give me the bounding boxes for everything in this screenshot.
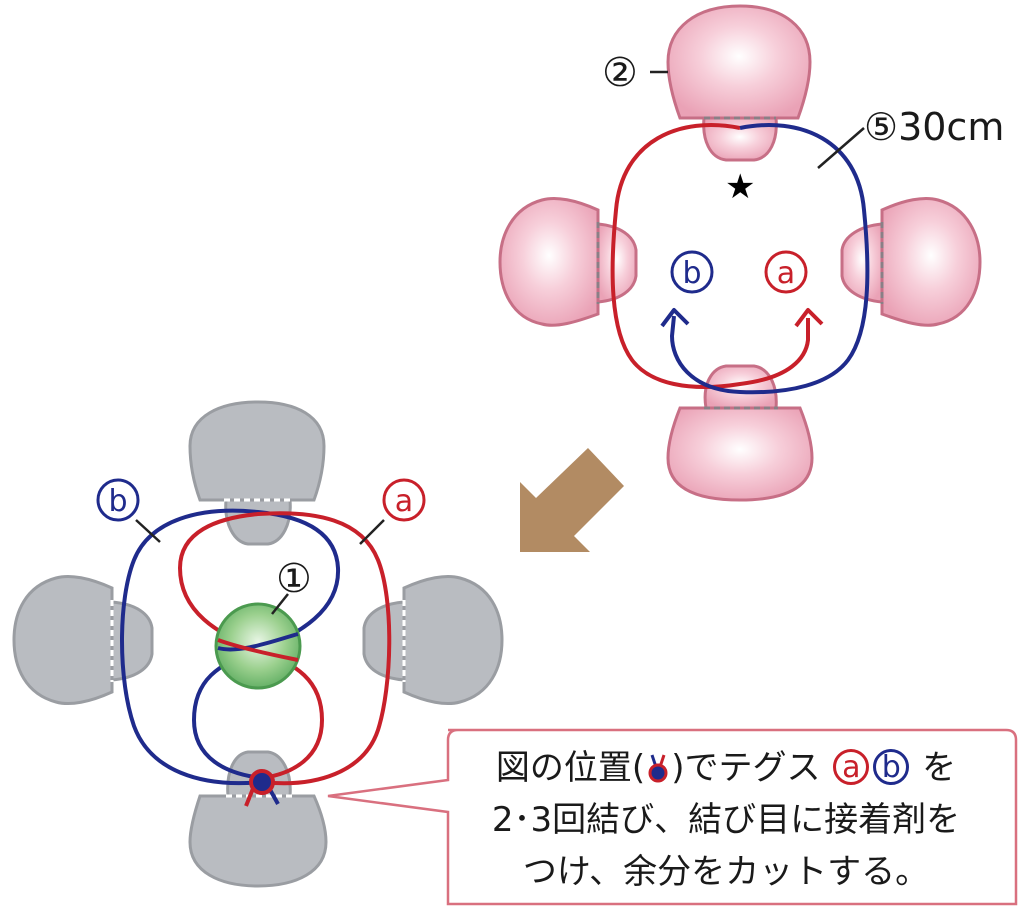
knot-icon <box>648 754 668 783</box>
knot-mark <box>244 769 280 807</box>
gray-flower-figure: b a ① <box>12 400 504 888</box>
bead1-leader <box>271 593 289 615</box>
label-b-bottom: b <box>96 478 140 522</box>
callout-label-b: b <box>873 749 910 785</box>
step-arrow <box>520 448 624 552</box>
strand-a-loop <box>610 123 810 389</box>
strand-a-arrowhead <box>794 308 824 328</box>
label-b-leader <box>135 519 161 543</box>
label-a-bottom: a <box>382 478 426 522</box>
pink-petal-right <box>840 196 982 327</box>
label-b-top: b <box>670 250 714 294</box>
svg-text:b: b <box>108 484 127 519</box>
strand-b-outer <box>120 508 341 786</box>
callout-label-a: a <box>833 749 870 785</box>
pink-petal-left <box>498 196 638 327</box>
callout-line-3: つけ、余分をカットする。 <box>522 852 930 892</box>
pink-petal-bottom <box>666 364 814 502</box>
bead1-label: ① <box>276 556 312 602</box>
strand-a-outer <box>177 511 392 786</box>
bead2-label: ② <box>602 50 638 96</box>
svg-text:a: a <box>777 256 795 291</box>
pink-flower-figure: ② ⑤30cm ★ b a <box>498 4 1004 502</box>
label-a-leader <box>359 519 385 545</box>
label-a-top: a <box>764 250 808 294</box>
strand-a-over-bead <box>217 638 299 662</box>
tegusu-leader <box>817 127 865 169</box>
pink-petal-top <box>666 4 812 162</box>
svg-text:a: a <box>395 484 413 519</box>
strand-b-over-bead <box>217 632 299 652</box>
strand-b-arrowhead <box>660 308 690 328</box>
callout-line-2: 2･3回結び、結び目に接着剤を <box>491 800 961 840</box>
gray-petal-top <box>188 400 326 546</box>
svg-text:b: b <box>682 256 701 291</box>
start-star-mark: ★ <box>725 167 755 207</box>
gray-petal-left <box>12 574 154 706</box>
tegusu-length-label: ⑤30cm <box>864 105 1004 149</box>
gray-petal-right <box>362 574 504 706</box>
